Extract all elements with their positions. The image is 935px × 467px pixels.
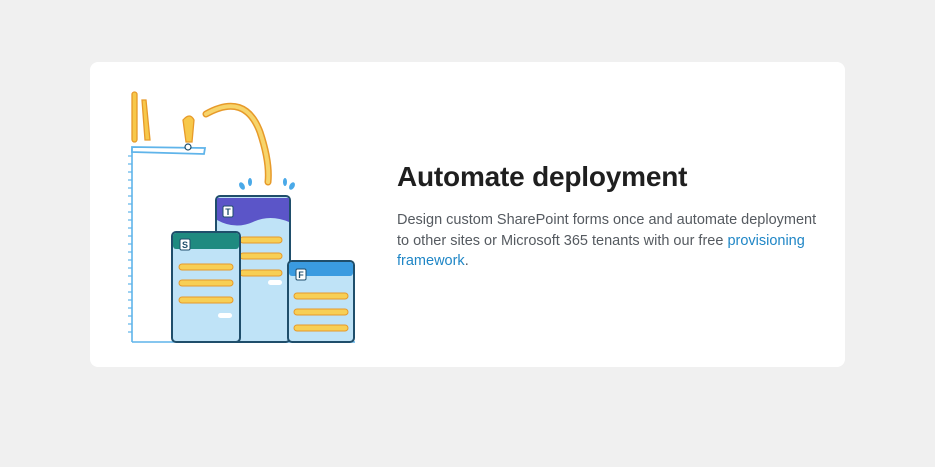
splash-droplets bbox=[239, 178, 295, 190]
feature-text: Automate deployment Design custom ShareP… bbox=[397, 160, 827, 272]
deployment-illustration: T S F bbox=[120, 84, 370, 349]
badge-t: T bbox=[225, 207, 231, 217]
feature-description: Design custom SharePoint forms once and … bbox=[397, 210, 827, 272]
badge-f: F bbox=[298, 270, 304, 280]
description-end: . bbox=[464, 253, 469, 269]
panel-f: F bbox=[287, 260, 355, 343]
jump-arc bbox=[202, 102, 272, 186]
badge-s: S bbox=[182, 240, 188, 250]
description-text: Design custom SharePoint forms once and … bbox=[397, 212, 817, 249]
diver-figures bbox=[131, 91, 195, 143]
feature-title: Automate deployment bbox=[397, 161, 688, 192]
provisioning-framework-link[interactable]: provisioning framework bbox=[397, 232, 805, 270]
feature-card: T S F bbox=[90, 62, 845, 367]
panel-s: S bbox=[171, 231, 241, 343]
diving-board bbox=[131, 143, 207, 155]
